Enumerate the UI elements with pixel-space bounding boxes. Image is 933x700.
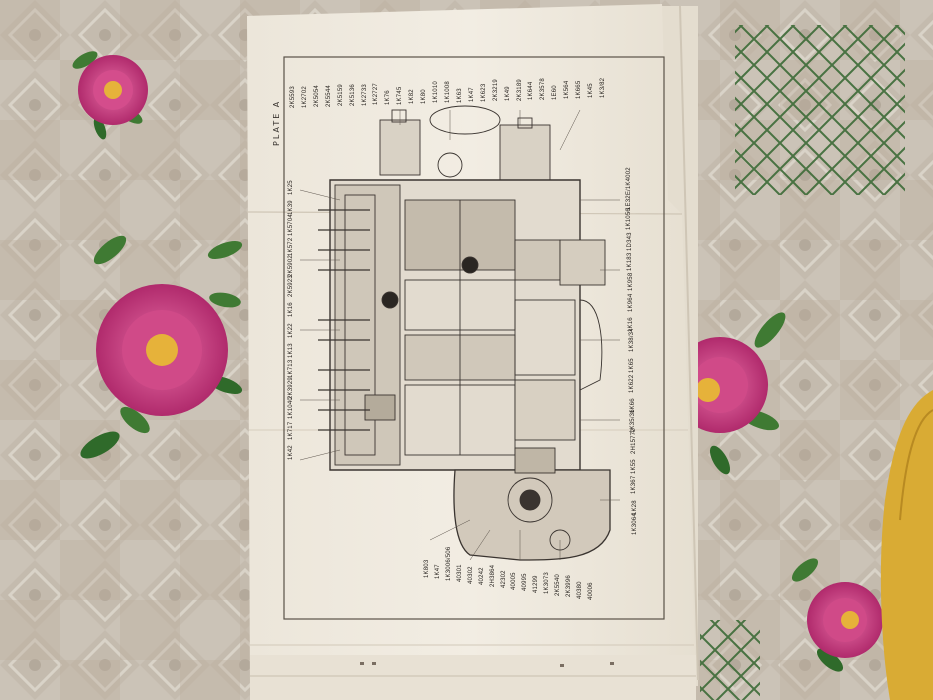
part-label: 1K55 (630, 459, 637, 475)
plate-frame (283, 56, 665, 620)
rose-top-left (72, 51, 148, 140)
part-label: 1K713 (288, 360, 294, 379)
part-label: 2K5544 (325, 84, 332, 107)
part-label: 2K5540 (555, 573, 562, 596)
part-label: 1K5704 (288, 213, 294, 236)
part-label: 1K63 (456, 87, 463, 103)
part-label: 1K564 (564, 80, 571, 100)
part-label: 2K5923 (288, 275, 294, 297)
part-label: 1K958 (627, 272, 634, 292)
part-label: 1K25 (288, 180, 294, 195)
part-label: 2K3219 (492, 79, 499, 102)
part-label: 1K1040 (288, 397, 294, 420)
part-label: 1K572 (288, 237, 294, 257)
part-label: 1K2727 (373, 83, 380, 106)
rose-bottom-right (791, 558, 883, 672)
part-label: 1K1056 (626, 208, 633, 231)
part-label: 1K49 (504, 86, 511, 102)
part-label: 40005 (511, 572, 518, 590)
green-lattice-bottom (700, 620, 760, 700)
part-label: 1K13 (288, 343, 294, 359)
part-label: 1K964 (627, 293, 634, 312)
part-label: 1K82 (409, 89, 416, 105)
part-label: 2K3578 (540, 78, 547, 100)
part-label: 1K644 (528, 81, 535, 101)
plate-title: PLATE A (272, 99, 281, 146)
part-label: 1K76 (385, 90, 392, 105)
part-label: 1K47 (434, 564, 441, 580)
part-label: 1K38/34 (628, 328, 635, 353)
part-label: 1K183 (627, 252, 634, 271)
part-label: 1K1008 (445, 81, 451, 103)
part-label: 1K3073 (544, 572, 551, 595)
part-label: 1K16 (288, 302, 294, 318)
part-label: 1K623 (480, 83, 487, 102)
part-label: 1K3064 (632, 513, 638, 535)
part-label: 40301 (456, 564, 463, 583)
part-label: 41299 (533, 574, 540, 593)
part-label: 1K2702 (301, 85, 308, 108)
part-label: 40006 (588, 582, 594, 600)
part-label: 1K3006/506 (445, 546, 452, 581)
part-label: 2K5902 (288, 254, 294, 277)
part-label: 2K3996 (566, 575, 573, 598)
part-label: 42302 (500, 570, 507, 589)
green-lattice-top-right (735, 25, 905, 195)
part-label: 2H3864 (489, 564, 496, 587)
part-label: 1K717 (288, 421, 294, 440)
part-label: 1E60 (552, 84, 559, 100)
part-label: 1K42 (288, 445, 294, 460)
part-label: 1K45 (588, 83, 595, 99)
part-label: 2K5593 (290, 86, 296, 108)
part-label: 1K1010 (433, 81, 440, 104)
part-label: 1K745 (397, 86, 404, 105)
part-label: 2K5136 (349, 84, 356, 107)
part-label: 1K3/82 (600, 77, 606, 98)
part-label: 1D343 (626, 231, 633, 251)
binding-strip (250, 655, 696, 700)
part-label: 40380 (577, 580, 584, 599)
part-label: 2K3929 (288, 376, 294, 399)
part-label: 1K22 (288, 322, 294, 338)
part-label: 2H15772 (630, 427, 637, 454)
part-label: 40242 (478, 567, 485, 586)
part-label: 2K5054 (313, 85, 320, 108)
part-label: 1K47 (468, 87, 475, 103)
part-label: 1K65 (629, 357, 635, 373)
rose-middle-left (80, 235, 243, 459)
part-label: 40302 (467, 566, 474, 584)
part-label: 2K3189 (516, 78, 523, 101)
part-label: 1E32E/1K4002 (626, 167, 632, 210)
engine-drawing (299, 105, 620, 561)
part-label: 1K80 (421, 88, 428, 104)
part-label: 1K367 (631, 476, 638, 495)
part-label: 40995 (522, 573, 529, 592)
part-label: 2K5159 (337, 84, 344, 107)
part-label: 1K803 (424, 559, 430, 578)
part-label: 1K622 (629, 374, 636, 393)
yellow-cloth (880, 390, 933, 700)
part-label: 1K2733 (361, 83, 368, 106)
part-label: 1K665 (576, 80, 583, 99)
